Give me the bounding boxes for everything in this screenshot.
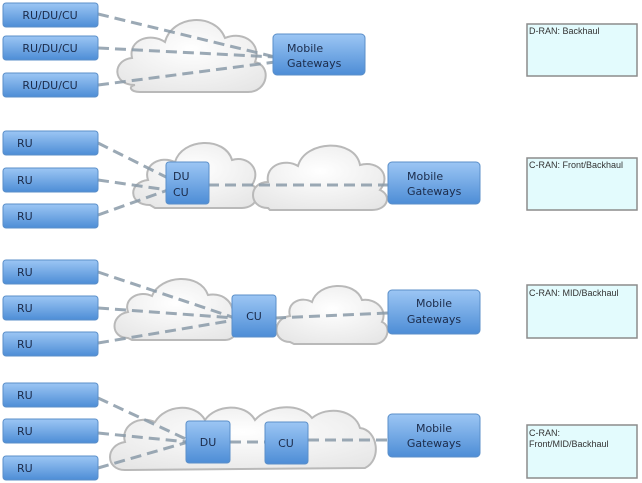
svg-text:RU: RU	[17, 462, 33, 475]
svg-text:RU/DU/CU: RU/DU/CU	[22, 9, 77, 22]
du-cu-node: DU CU	[165, 161, 210, 205]
svg-text:Mobile: Mobile	[407, 170, 443, 183]
svg-text:RU: RU	[17, 137, 33, 150]
svg-text:RU: RU	[17, 338, 33, 351]
svg-text:Mobile: Mobile	[416, 422, 452, 435]
svg-text:Gateways: Gateways	[407, 313, 462, 326]
mobile-gateways-node: Mobile Gateways	[387, 413, 481, 458]
cu-node: CU	[264, 421, 309, 465]
link	[97, 46, 276, 59]
radio-node: RU	[2, 295, 99, 321]
link	[97, 141, 169, 180]
link	[97, 270, 236, 320]
svg-text:RU: RU	[17, 266, 33, 279]
link	[97, 306, 236, 320]
cloud	[252, 144, 388, 211]
svg-text:Gateways: Gateways	[407, 437, 462, 450]
link	[97, 12, 276, 59]
svg-text:D-RAN: Backhaul: D-RAN: Backhaul	[529, 26, 600, 36]
radio-node: RU/DU/CU	[2, 72, 99, 98]
svg-text:Front/MID/Backhaul: Front/MID/Backhaul	[529, 439, 609, 449]
radio-node: RU/DU/CU	[2, 2, 99, 28]
radio-node: RU	[2, 259, 99, 285]
row-d-ran: RU/DU/CU RU/DU/CU RU/DU/CU Mobile Gatewa…	[2, 2, 638, 98]
svg-text:CU: CU	[173, 186, 189, 199]
radio-node: RU	[2, 130, 99, 156]
svg-text:Mobile: Mobile	[416, 297, 452, 310]
link	[97, 60, 276, 87]
architecture-label: C-RAN: Front/MID/Backhaul	[526, 424, 638, 479]
radio-node: RU/DU/CU	[2, 35, 99, 61]
link	[97, 431, 189, 444]
svg-text:C-RAN: MID/Backhaul: C-RAN: MID/Backhaul	[529, 288, 619, 298]
svg-text:Gateways: Gateways	[287, 57, 342, 70]
link	[97, 318, 236, 345]
svg-text:C-RAN:: C-RAN:	[529, 428, 560, 438]
row-c-ran-front-mid-backhaul: RU RU RU DU CU Mobile Gateways C-RAN: Fr…	[2, 382, 638, 481]
svg-text:RU: RU	[17, 302, 33, 315]
radio-node: RU	[2, 382, 99, 408]
du-node: DU	[185, 420, 231, 464]
svg-text:RU: RU	[17, 389, 33, 402]
cu-node: CU	[231, 294, 277, 338]
svg-text:Mobile: Mobile	[287, 42, 323, 55]
svg-text:RU: RU	[17, 425, 33, 438]
radio-node: RU	[2, 331, 99, 357]
radio-node: RU	[2, 167, 99, 193]
svg-text:C-RAN: Front/Backhaul: C-RAN: Front/Backhaul	[529, 160, 623, 170]
radio-node: RU	[2, 455, 99, 481]
svg-text:RU: RU	[17, 210, 33, 223]
link	[97, 188, 169, 217]
mobile-gateways-node: Mobile Gateways	[387, 161, 481, 205]
svg-text:DU: DU	[173, 170, 190, 183]
mobile-gateways-node: Mobile Gateways	[272, 33, 366, 76]
svg-text:RU: RU	[17, 174, 33, 187]
cloud	[116, 19, 267, 93]
architecture-label: C-RAN: MID/Backhaul	[526, 284, 638, 339]
architecture-label: D-RAN: Backhaul	[526, 23, 638, 77]
svg-text:CU: CU	[246, 310, 262, 323]
mobile-gateways-node: Mobile Gateways	[387, 289, 481, 335]
svg-text:RU/DU/CU: RU/DU/CU	[22, 79, 77, 92]
svg-text:Gateways: Gateways	[407, 185, 462, 198]
svg-text:RU/DU/CU: RU/DU/CU	[22, 42, 77, 55]
link	[97, 440, 189, 470]
radio-node: RU	[2, 203, 99, 229]
row-c-ran-front-backhaul: RU RU RU DU CU Mobile Gateways C-RAN: Fr…	[2, 130, 638, 229]
row-c-ran-mid-backhaul: RU RU RU CU Mobile Gateways C-RAN: MID/B…	[2, 259, 638, 357]
svg-text:DU: DU	[200, 436, 217, 449]
architecture-label: C-RAN: Front/Backhaul	[526, 157, 638, 211]
link	[97, 178, 169, 192]
svg-text:CU: CU	[278, 437, 294, 450]
radio-node: RU	[2, 418, 99, 444]
link	[274, 311, 389, 320]
